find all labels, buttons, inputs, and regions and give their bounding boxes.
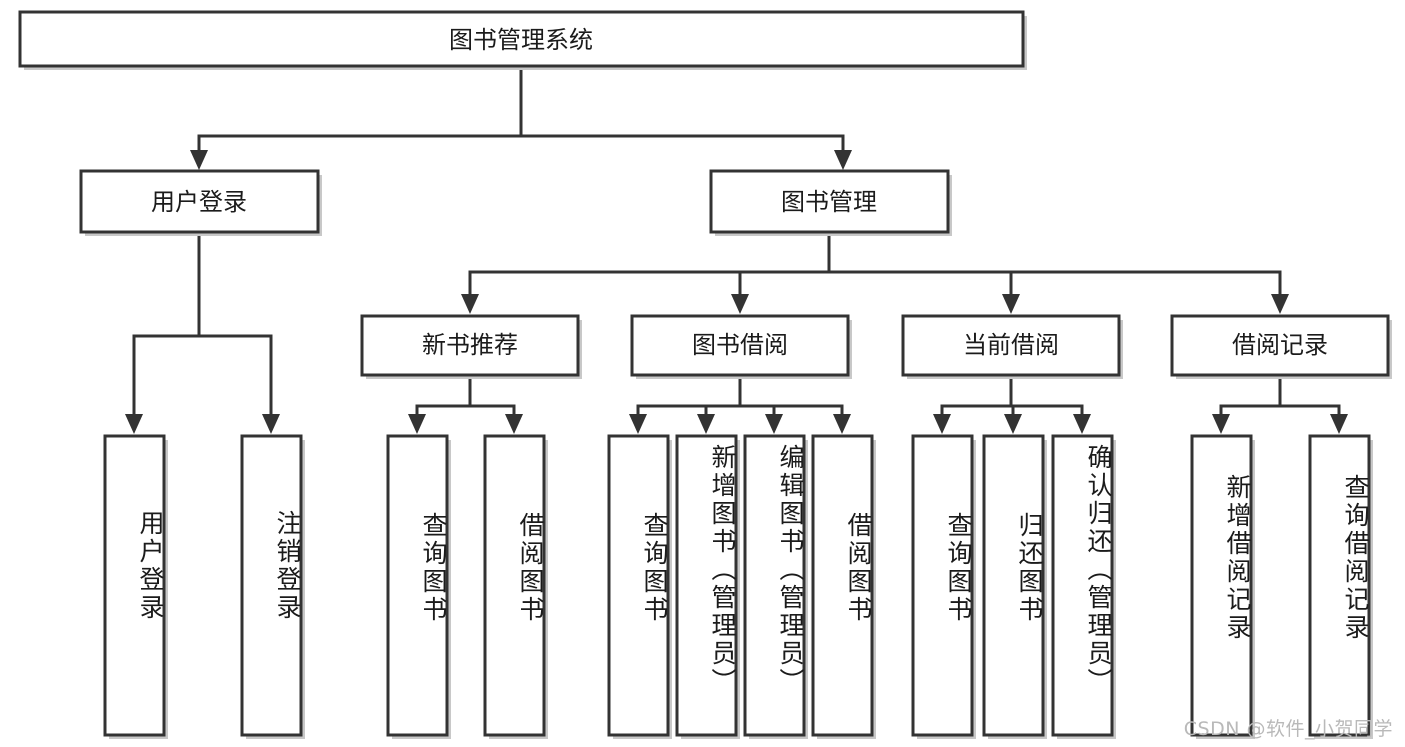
leaf-node-query-book-borrow[interactable]	[607, 434, 672, 739]
connector-level2-books-to-level3	[461, 230, 1289, 314]
leaf-node-user-login[interactable]	[103, 434, 168, 739]
node-root[interactable]: 图书管理系统	[18, 10, 1027, 70]
leaf-node-add-book-admin[interactable]	[675, 434, 740, 739]
connector-current-borrow-to-leaves	[933, 373, 1091, 434]
leaf-node-edit-book-admin[interactable]	[743, 434, 808, 739]
leaf-node-confirm-return-admin[interactable]	[1051, 434, 1116, 739]
leaf-node-return-book[interactable]	[982, 434, 1047, 739]
node-root-label: 图书管理系统	[449, 26, 593, 54]
node-borrow-record-label: 借阅记录	[1232, 331, 1328, 359]
connector-user-login-to-leaves	[125, 230, 280, 434]
node-current-borrow[interactable]: 当前借阅	[901, 314, 1123, 379]
node-book-management-label: 图书管理	[781, 188, 877, 216]
node-book-management[interactable]: 图书管理	[709, 169, 952, 236]
leaf-node-query-book-current[interactable]	[911, 434, 976, 739]
connector-new-books-to-leaves	[408, 373, 523, 434]
leaf-node-borrow-book[interactable]	[811, 434, 876, 739]
leaf-node-query-borrow-record[interactable]	[1308, 434, 1373, 739]
leaf-node-logout[interactable]	[240, 434, 305, 739]
node-user-login[interactable]: 用户登录	[79, 169, 322, 236]
csdn-watermark: CSDN @软件_小贺同学	[1183, 718, 1393, 740]
leaf-node-query-book-new[interactable]	[386, 434, 451, 739]
node-borrow-record[interactable]: 借阅记录	[1170, 314, 1392, 379]
connector-borrow-record-to-leaves	[1212, 373, 1348, 434]
leaf-node-add-borrow-record[interactable]	[1190, 434, 1255, 739]
node-new-book-recommend[interactable]: 新书推荐	[360, 314, 582, 379]
node-new-book-recommend-label: 新书推荐	[422, 331, 518, 359]
leaf-node-borrow-book-new[interactable]	[483, 434, 548, 739]
connector-root-to-level2	[190, 64, 852, 170]
node-book-borrow-label: 图书借阅	[692, 331, 788, 359]
connector-book-borrow-to-leaves	[629, 373, 851, 434]
node-user-login-label: 用户登录	[151, 188, 247, 216]
node-book-borrow[interactable]: 图书借阅	[630, 314, 852, 379]
node-current-borrow-label: 当前借阅	[963, 331, 1059, 359]
